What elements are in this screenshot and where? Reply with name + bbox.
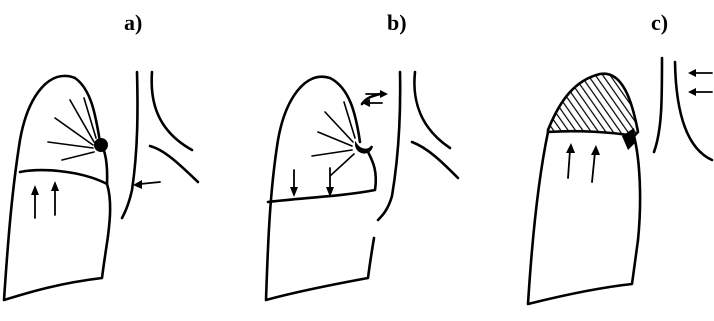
panel-a-upper-lobe [20,142,107,184]
panel-b-trachea-right [414,72,450,148]
panel-a-arrows-up [31,181,59,218]
panel-b-lobe-boundary [268,152,376,202]
panel-a-mediastinal-edge [107,184,110,236]
panel-c-diagram [528,58,712,304]
panel-b-arrows-down [290,168,334,197]
panel-a-trachea-right [152,72,192,150]
panel-a-diagram [4,72,198,300]
panel-c-arrows-left [688,69,712,96]
panel-b-hilar-mass [356,144,372,153]
panel-a-radiating-lines [48,98,96,160]
panel-a-hilar-mass [94,138,108,152]
panel-b-diagram [266,72,458,300]
panel-a-bronchus [150,146,198,182]
panel-b-radiating-lines [312,102,355,176]
panel-c-collapsed-lobe [548,74,638,136]
panel-c-trachea-left [654,58,662,152]
panel-a-arrow-left [133,180,160,189]
panel-c-trachea-right [675,62,712,160]
panel-c-arrows-up [566,143,600,182]
panel-c-mediastinal-edge [634,136,640,240]
panel-c-lung-outline [528,132,638,304]
panel-b-lung-outline [266,77,374,300]
panel-a-trachea-left [122,72,137,218]
